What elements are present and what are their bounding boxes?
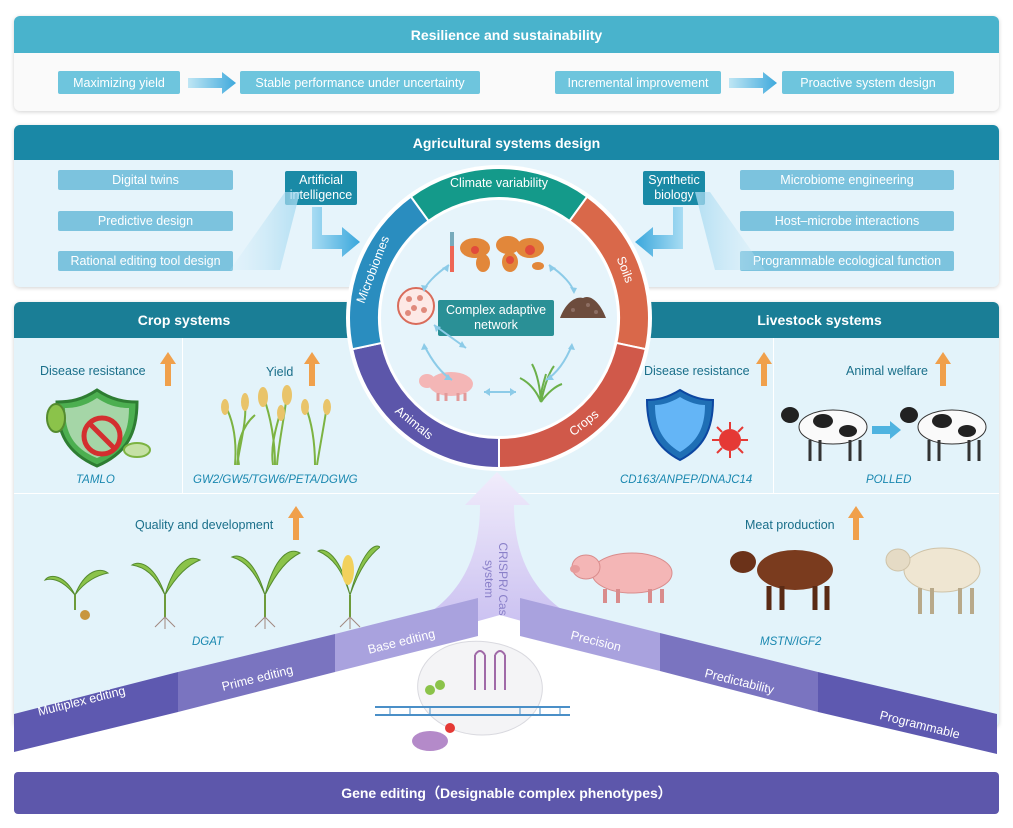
synthetic-biology-box: Synthetic biology bbox=[643, 171, 705, 205]
incremental-improvement-chip: Incremental improvement bbox=[555, 71, 721, 94]
artificial-intelligence-box: Artificial intelligence bbox=[285, 171, 357, 205]
crop-quality-label: Quality and development bbox=[135, 518, 274, 532]
pig-icon bbox=[419, 372, 473, 401]
dna-icon bbox=[375, 640, 570, 751]
proactive-design-chip: Proactive system design bbox=[782, 71, 954, 94]
rational-editing-chip: Rational editing tool design bbox=[58, 251, 233, 271]
up-arrow-icon bbox=[304, 352, 320, 386]
prime-segment bbox=[178, 634, 335, 712]
shield-icon bbox=[645, 388, 715, 462]
resilience-panel: Resilience and sustainability Maximizing… bbox=[14, 16, 999, 111]
host-microbe-chip: Host–microbe interactions bbox=[740, 211, 954, 231]
crop-yield-gene: GW2/GW5/TGW6/PETA/DGWG bbox=[193, 474, 358, 486]
crop-yield-label: Yield bbox=[266, 365, 294, 379]
world-map-icon bbox=[450, 232, 544, 272]
arrow-right-icon bbox=[729, 72, 777, 94]
synbio-fan-arrow bbox=[635, 192, 765, 270]
complex-adaptive-network-box: Complex adaptive network bbox=[438, 300, 554, 336]
rice-plant-icon bbox=[221, 385, 331, 465]
programmable-ecology-chip: Programmable ecological function bbox=[740, 251, 954, 271]
base-segment bbox=[335, 598, 478, 672]
livestock-disease-gene: CD163/ANPEP/DNAJC14 bbox=[620, 474, 753, 486]
segment-climate-label: Climate variability bbox=[450, 176, 549, 190]
cycle-arrows bbox=[421, 264, 577, 396]
divider bbox=[773, 338, 774, 493]
digital-twins-chip: Digital twins bbox=[58, 170, 233, 190]
resilience-title: Resilience and sustainability bbox=[14, 16, 999, 53]
meat-production-label: Meat production bbox=[745, 518, 835, 532]
petri-dish-icon bbox=[397, 287, 435, 325]
arrow-right-icon bbox=[872, 421, 901, 439]
meat-production-gene: MSTN/IGF2 bbox=[760, 636, 822, 648]
virus-icon bbox=[712, 422, 748, 458]
microbiome-engineering-chip: Microbiome engineering bbox=[740, 170, 954, 190]
crop-disease-gene: TAMLO bbox=[76, 474, 115, 486]
precision-segment bbox=[520, 598, 660, 671]
crop-disease-label: Disease resistance bbox=[40, 364, 146, 378]
sheep-icon bbox=[885, 547, 981, 614]
up-arrow-icon bbox=[288, 506, 304, 540]
up-arrow-icon bbox=[756, 352, 772, 386]
arrow-right-icon bbox=[188, 72, 236, 94]
livestock-systems-title: Livestock systems bbox=[640, 302, 999, 338]
crispr-label: CRISPR/ Cas system bbox=[482, 542, 510, 616]
shield-icon bbox=[46, 388, 151, 468]
programmable-segment bbox=[818, 672, 997, 754]
up-arrow-icon bbox=[160, 352, 176, 386]
soil-icon bbox=[560, 296, 606, 318]
up-arrow-icon bbox=[848, 506, 864, 540]
cow-icon bbox=[730, 550, 833, 610]
segment-microbiomes bbox=[348, 195, 430, 351]
animal-welfare-gene: POLLED bbox=[866, 474, 912, 486]
agri-title: Agricultural systems design bbox=[14, 125, 999, 160]
multiplex-segment bbox=[14, 672, 178, 752]
livestock-disease-label: Disease resistance bbox=[644, 364, 750, 378]
animal-welfare-label: Animal welfare bbox=[846, 364, 928, 378]
gene-editing-footer: Gene editing（Designable complex phenotyp… bbox=[14, 772, 999, 814]
divider bbox=[182, 338, 183, 493]
cow-icon bbox=[781, 407, 868, 461]
maximizing-yield-chip: Maximizing yield bbox=[58, 71, 180, 94]
ai-fan-arrow bbox=[230, 192, 360, 270]
stable-performance-chip: Stable performance under uncertainty bbox=[240, 71, 480, 94]
up-arrow-icon bbox=[935, 352, 951, 386]
crop-systems-title: Crop systems bbox=[14, 302, 354, 338]
predictive-design-chip: Predictive design bbox=[58, 211, 233, 231]
crop-quality-gene: DGAT bbox=[192, 636, 224, 648]
grass-icon bbox=[519, 363, 563, 403]
pig-icon bbox=[570, 552, 673, 603]
plant-icon bbox=[43, 545, 380, 629]
cow-icon bbox=[900, 407, 987, 461]
predictability-segment bbox=[660, 633, 818, 712]
